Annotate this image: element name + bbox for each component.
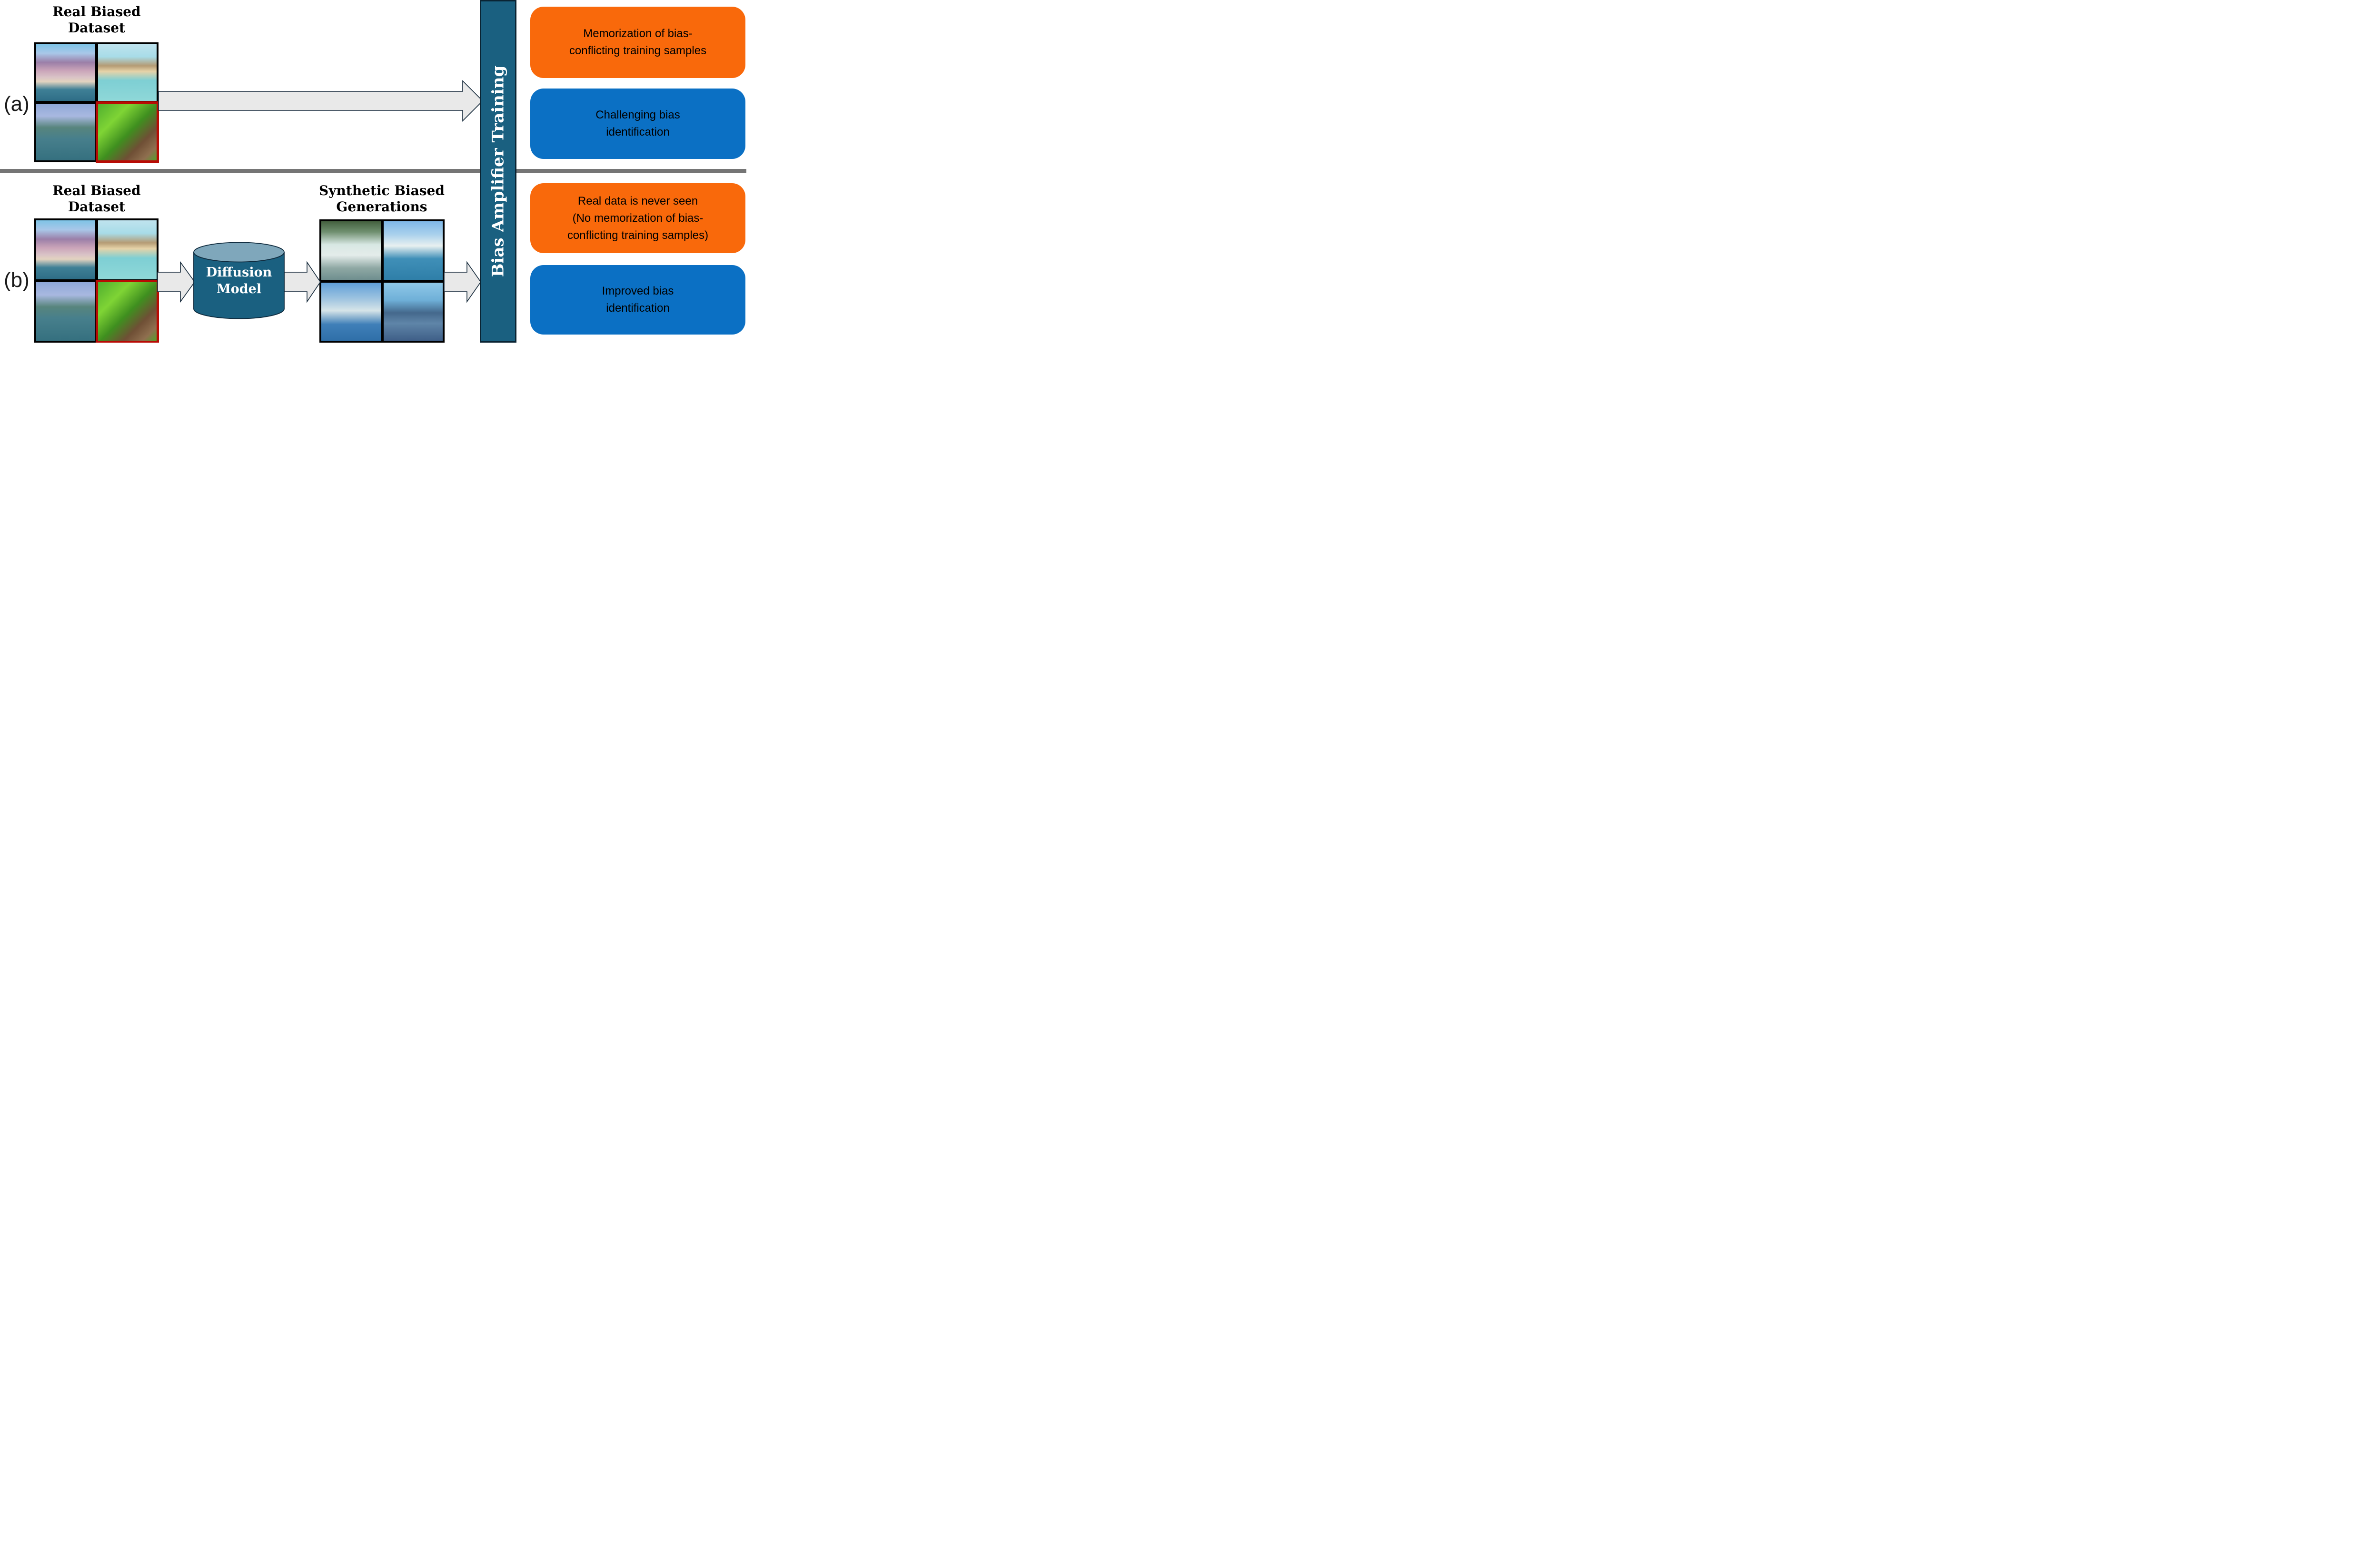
section-divider [0, 169, 746, 173]
dataset-photo-cell [98, 44, 157, 101]
dataset-photo-3 [36, 104, 95, 160]
outcome-box-a-memorization: Memorization of bias- conflicting traini… [530, 7, 745, 78]
dataset-photo-cell [36, 282, 95, 341]
flow-arrow-b3 [444, 261, 481, 303]
real-biased-grid-b [34, 218, 159, 343]
panel-b-label: (b) [4, 268, 30, 292]
diffusion-model-label: Diffusion Model [206, 265, 272, 296]
synthetic-grid [319, 219, 445, 343]
synthetic-photo-cell [383, 282, 443, 341]
synthetic-photo-cell [383, 221, 443, 280]
synthetic-photo-1 [321, 221, 381, 280]
bias-conflicting-photo [98, 104, 157, 160]
bias-amplifier-label: Bias Amplifier Training [488, 65, 508, 277]
synthetic-photo-3 [321, 282, 381, 341]
synthetic-photo-2 [383, 221, 443, 280]
bias-conflicting-photo-cell [98, 104, 157, 160]
flow-arrow-b2 [284, 261, 321, 303]
dataset-photo-2 [98, 44, 157, 101]
synthetic-photo-cell [321, 282, 381, 341]
dataset-photo-cell [36, 104, 95, 160]
dataset-photo-1 [36, 44, 95, 101]
synthetic-photo-cell [321, 221, 381, 280]
dataset-photo-cell [36, 220, 95, 279]
bias-conflicting-photo-cell [98, 282, 157, 341]
generations-title: Synthetic Biased Generations [319, 183, 445, 215]
flow-graphics [157, 80, 484, 319]
real-biased-grid-a [34, 42, 159, 162]
dataset-photo-1 [36, 220, 95, 279]
figure-canvas: Real Biased Dataset (a) Real Biased Data… [0, 0, 746, 343]
dataset-photo-cell [36, 44, 95, 101]
dataset-title-b: Real Biased Dataset [52, 183, 141, 215]
dataset-title-a: Real Biased Dataset [52, 4, 141, 36]
bias-conflicting-photo [98, 282, 157, 341]
flow-arrow-b1 [157, 261, 195, 303]
dataset-photo-3 [36, 282, 95, 341]
panel-a-label: (a) [4, 92, 30, 116]
dataset-photo-cell [98, 220, 157, 279]
outcome-box-b-no-real-data: Real data is never seen (No memorization… [530, 183, 745, 253]
outcome-box-b-improved: Improved bias identification [530, 265, 745, 335]
outcome-box-a-challenging: Challenging bias identification [530, 89, 745, 159]
synthetic-photo-4 [383, 282, 443, 341]
flow-arrow-a [158, 80, 484, 122]
bias-amplifier-bar: Bias Amplifier Training [480, 0, 516, 343]
diffusion-cylinder [193, 242, 285, 319]
dataset-photo-2 [98, 220, 157, 279]
